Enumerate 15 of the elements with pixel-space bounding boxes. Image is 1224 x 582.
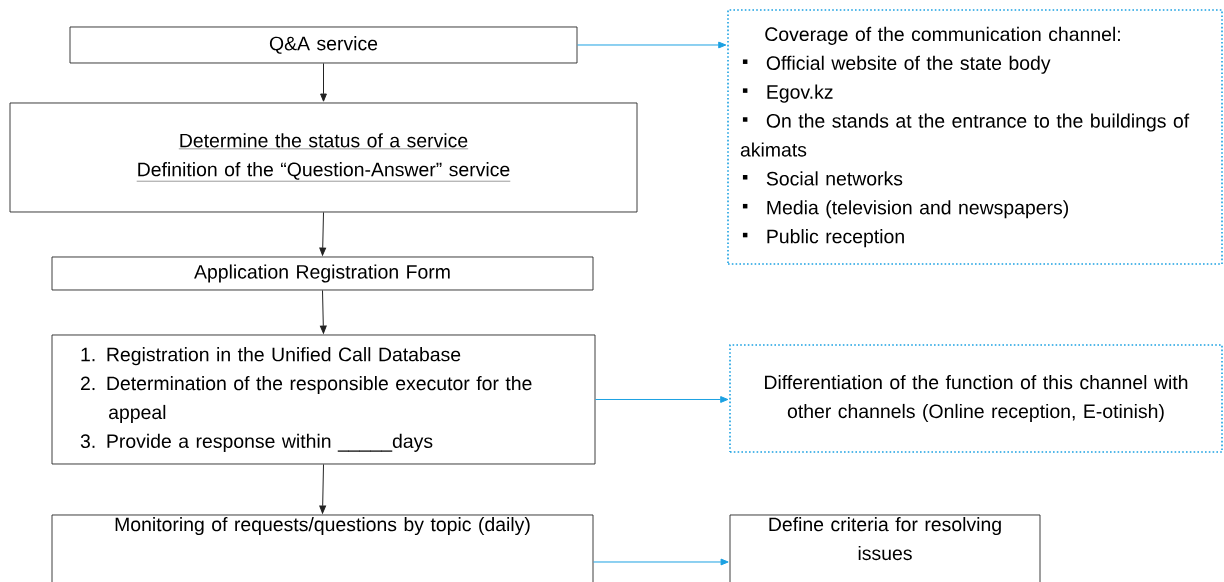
process-box: Define criteria for resolving issues xyxy=(729,514,1041,582)
arrow xyxy=(319,211,327,256)
arrow xyxy=(319,289,327,334)
process-box: Q&A service xyxy=(69,26,578,64)
arrow xyxy=(320,62,327,102)
arrow xyxy=(576,41,727,49)
process-box: Determine the status of a service Definition of the “Question-Answer” service xyxy=(9,102,638,213)
note-box: Differentiation of the function of this channel with other channels (Online reception, E-otinish) xyxy=(729,344,1223,453)
process-box: Monitoring of requests/questions by topic (daily) xyxy=(51,514,594,582)
note-box: Coverage of the communication channel: Official website of the state body Egov.kz On the stands at the entrance to the buildings of akimats Social networks Media (television and newspapers) Public reception xyxy=(727,9,1223,265)
arrow xyxy=(319,463,327,514)
process-box: Application Registration Form xyxy=(51,256,594,291)
arrow xyxy=(592,558,729,566)
process-box: 1. Registration in the Unified Call Database 2. Determination of the responsible executor for the appeal 3. Provide a response within _____days xyxy=(51,334,596,465)
arrow xyxy=(594,396,729,403)
